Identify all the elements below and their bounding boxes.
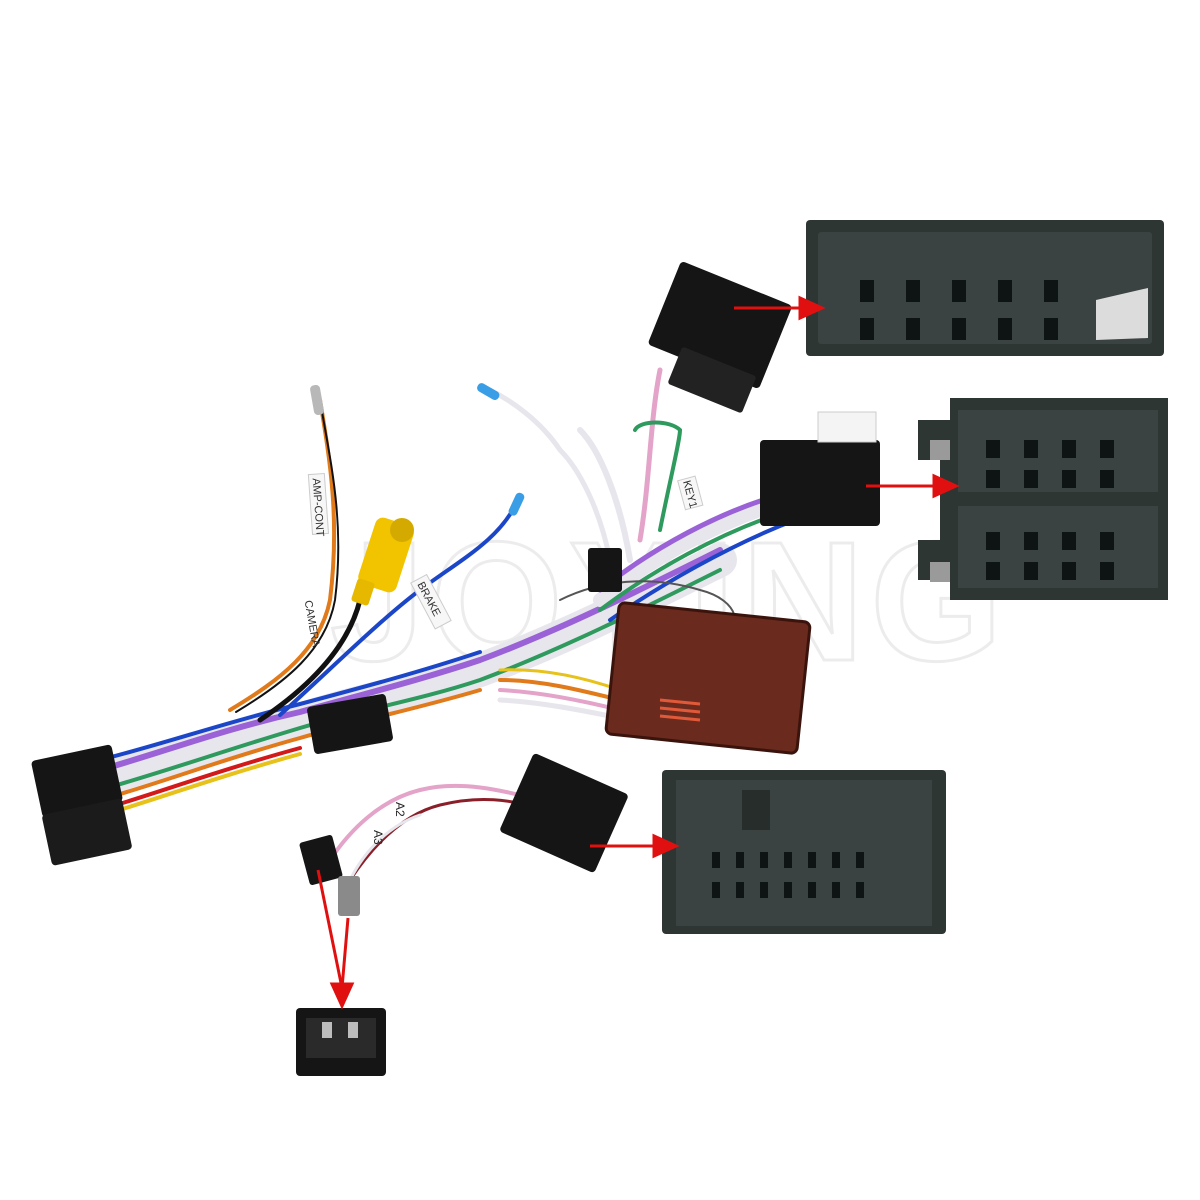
brake-probe <box>508 492 525 516</box>
wire-probes <box>310 383 525 516</box>
quadlock-key <box>742 790 770 830</box>
callout-arrows <box>316 295 960 1010</box>
iso-middle-latch-bottom <box>930 562 950 582</box>
top-iso-plug <box>648 262 792 413</box>
arrow-top-head <box>798 295 826 321</box>
arrow-quadlock-head <box>652 833 680 859</box>
key-tag <box>677 475 704 511</box>
canbus-box <box>604 601 812 755</box>
quadlock-pins <box>712 852 864 898</box>
inline-connector <box>307 548 622 754</box>
iso-top-pins <box>860 280 1058 340</box>
quadlock-connector <box>662 770 946 934</box>
iso-connector-middle <box>918 398 1168 600</box>
small-plug-pin-right <box>348 1022 358 1038</box>
a2-label: A2 <box>393 802 407 817</box>
plug-sticker <box>817 411 877 443</box>
canbus-label-lines <box>659 698 701 722</box>
small-plugs <box>299 835 360 916</box>
amp-cont-tag <box>307 472 330 536</box>
iso-top-latch <box>1096 288 1148 340</box>
small-plug-pin-left <box>322 1022 332 1038</box>
middle-iso-plug <box>760 411 880 526</box>
arrow-small-a-line <box>316 869 344 989</box>
quadlock-plug <box>500 753 628 873</box>
amp-probe <box>310 384 324 416</box>
iso-middle-latch-top <box>930 440 950 460</box>
a3-label: A3 <box>371 830 385 845</box>
iso-connector-top <box>806 220 1164 356</box>
brake-tag <box>410 573 452 630</box>
rca-camera-plug <box>351 517 414 606</box>
arrow-small-head <box>329 982 355 1010</box>
main-head-unit-plug <box>31 744 132 866</box>
iso-middle-pins <box>986 440 1114 580</box>
blue-probe <box>477 383 500 401</box>
arrow-middle-head <box>932 473 960 499</box>
amp-cont-label: AMP-CONT <box>310 478 326 538</box>
small-plug-closeup <box>296 1008 386 1076</box>
arrow-small-b-line <box>340 917 350 989</box>
